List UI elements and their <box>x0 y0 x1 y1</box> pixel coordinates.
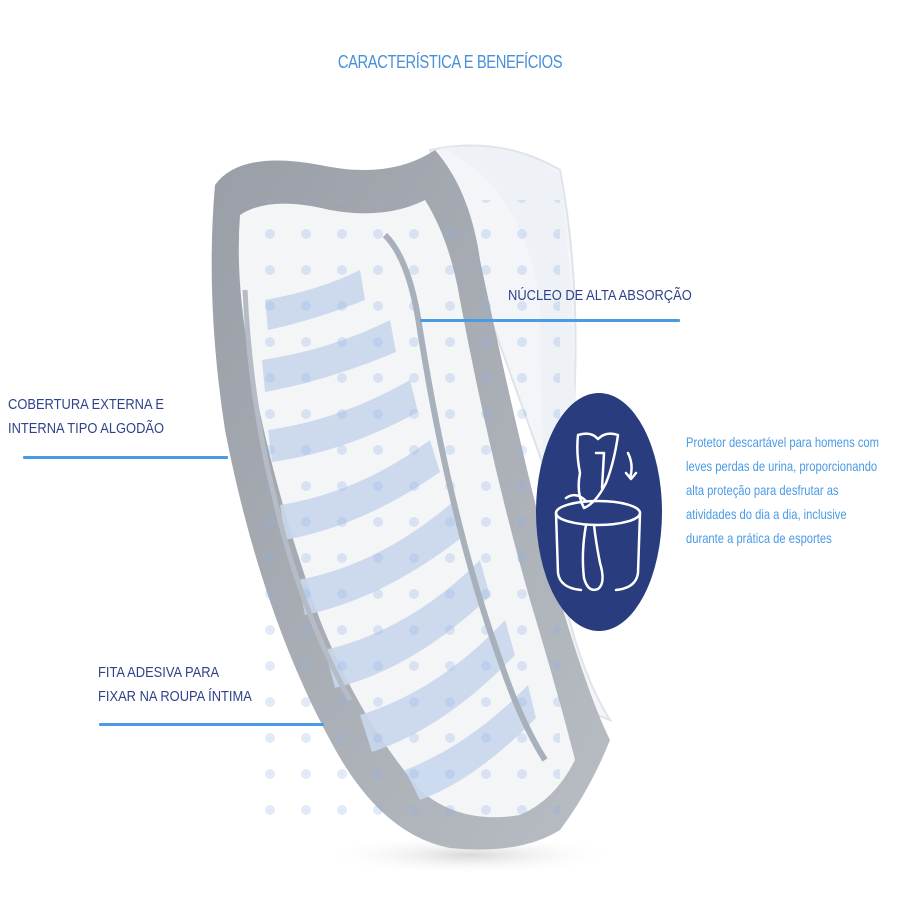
callout-cover-label-line2: INTERNA TIPO ALGODÃO <box>8 420 165 437</box>
callout-core-label: NÚCLEO DE ALTA ABSORÇÃO <box>508 287 692 304</box>
callout-core-rule <box>420 319 680 322</box>
description-line: atividades do dia a dia, inclusive <box>686 506 847 522</box>
callout-tape-rule <box>99 723 324 726</box>
callout-cover-rule <box>23 456 228 459</box>
product-description: Protetor descartável para homens com lev… <box>686 430 879 550</box>
underwear-with-pad-icon <box>554 432 642 592</box>
callout-cover-label-line1: COBERTURA EXTERNA E <box>8 396 165 413</box>
description-line: durante a prática de esportes <box>686 530 832 546</box>
callout-tape-label-line2: FIXAR NA ROUPA ÍNTIMA <box>98 688 252 705</box>
usage-badge <box>536 393 662 631</box>
description-line: leves perdas de urina, proporcionando <box>686 458 878 474</box>
description-line: alta proteção para desfrutar as <box>686 482 839 498</box>
callout-tape-label-line1: FITA ADESIVA PARA <box>98 664 220 681</box>
description-line: Protetor descartável para homens com <box>686 434 879 450</box>
page-title: CARACTERÍSTICA E BENEFÍCIOS <box>337 52 563 72</box>
